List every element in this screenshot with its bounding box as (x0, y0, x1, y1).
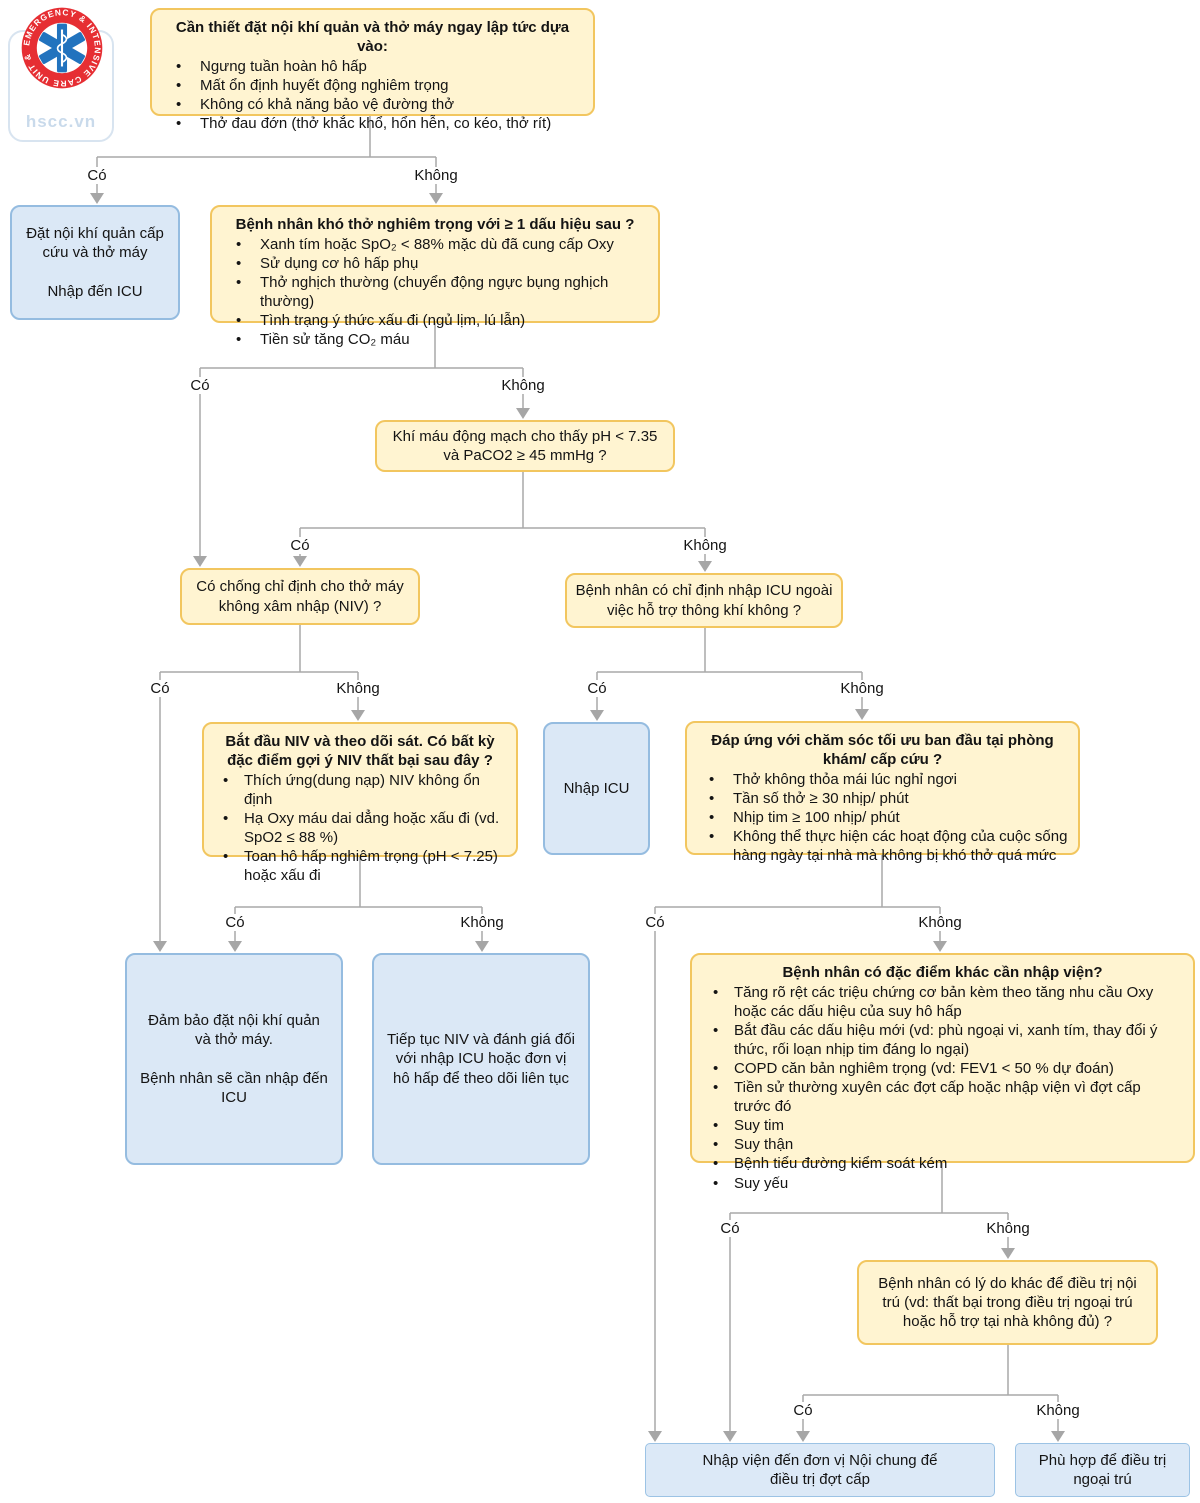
bullet: Không có khả năng bảo vệ đường thở (164, 95, 581, 114)
logo-site-text: hscc.vn (25, 112, 97, 131)
connector-level4-left (159, 625, 359, 941)
node-emergency-intubation-icu: Đặt nội khí quản cấp cứu và thở máy Nhập… (10, 205, 180, 320)
node-severe-dyspnea-signs: Bệnh nhân khó thở nghiêm trọng với ≥ 1 d… (210, 205, 660, 349)
node-text: Bệnh nhân có chỉ định nhập ICU ngoài việ… (575, 582, 833, 619)
edge-label-yes-5: Có (584, 680, 610, 697)
logo: EMERGENCY & INTENSIVE CARE UNIT & hscc.v… (8, 6, 118, 144)
bullet: Thích ứng(dung nạp) NIV không ổn định (214, 771, 506, 809)
node-title: Bệnh nhân có đặc điểm khác cần nhập viện… (782, 964, 1103, 981)
edge-label-yes-2: Có (187, 377, 213, 394)
edge-label-yes-6: Có (222, 914, 248, 931)
node-other-inpatient-reasons: Bệnh nhân có lý do khác để điều trị nội … (857, 1260, 1158, 1345)
node-text: Tiếp tục NIV và đánh giá đối với nhập IC… (387, 1031, 575, 1087)
node-title: Cần thiết đặt nội khí quản và thở máy ng… (175, 19, 570, 56)
connector-level5-right (654, 855, 941, 1431)
connector-level4-right (596, 628, 863, 710)
node-icu-indication: Bệnh nhân có chỉ định nhập ICU ngoài việ… (565, 573, 843, 628)
edge-label-no-5: Không (837, 680, 887, 697)
node-title: Bắt đầu NIV và theo dõi sát. Có bất kỳ đ… (225, 733, 495, 770)
node-abg-ph-paco2: Khí máu động mạch cho thấy pH < 7.35 và … (375, 420, 675, 472)
edge-label-no-1: Không (411, 167, 461, 184)
bullet: Nhịp tim ≥ 100 nhịp/ phút (697, 808, 1068, 827)
bullet: Tình trạng ý thức xấu đi (ngủ lịm, lú lẫ… (224, 311, 646, 330)
edge-label-no-2: Không (498, 377, 548, 394)
node-continue-niv-monitoring: Tiếp tục NIV và đánh giá đối với nhập IC… (372, 953, 590, 1165)
node-initial-optimal-care-response: Đáp ứng với chăm sóc tối ưu ban đầu tại … (685, 721, 1080, 864)
edge-label-yes-4: Có (147, 680, 173, 697)
emergency-icu-badge-icon: EMERGENCY & INTENSIVE CARE UNIT & (21, 7, 103, 89)
edge-label-no-9: Không (1033, 1402, 1083, 1419)
node-immediate-intubation-criteria: Cần thiết đặt nội khí quản và thở máy ng… (150, 8, 595, 133)
node-secure-intubation-icu: Đảm bảo đặt nội khí quản và thở máy. Bện… (125, 953, 343, 1165)
arrowheads (90, 193, 1065, 1442)
node-text: Có chống chỉ định cho thở máy không xâm … (196, 578, 404, 615)
node-title: Đáp ứng với chăm sóc tối ưu ban đầu tại … (711, 732, 1054, 769)
bullet: Toan hô hấp nghiêm trọng (pH < 7.25) hoặ… (214, 847, 506, 885)
bullet: Tiền sử tăng CO₂ máu (224, 330, 646, 349)
node-admit-general-ward: Nhập viện đến đơn vị Nội chung để điều t… (645, 1443, 995, 1497)
edge-label-no-3: Không (680, 537, 730, 554)
edge-label-yes-7: Có (642, 914, 668, 931)
node-title: Bệnh nhân khó thở nghiêm trọng với ≥ 1 d… (235, 216, 635, 233)
bullet: Thở không thỏa mái lúc nghỉ ngơi (697, 770, 1068, 789)
bullet: Suy yếu (704, 1174, 1181, 1193)
bullet: Mất ổn định huyết động nghiêm trọng (164, 76, 581, 95)
edge-label-yes-8: Có (717, 1220, 743, 1237)
bullet: Bắt đầu các dấu hiệu mới (vd: phù ngoại … (704, 1021, 1181, 1059)
bullet: Tần số thở ≥ 30 nhịp/ phút (697, 789, 1068, 808)
bullet: Thở nghịch thường (chuyển động ngực bụng… (224, 273, 646, 311)
node-other-admission-features: Bệnh nhân có đặc điểm khác cần nhập viện… (690, 953, 1195, 1193)
bullet-list: Ngưng tuần hoàn hô hấp Mất ổn định huyết… (164, 57, 581, 133)
bullet: Suy thận (704, 1135, 1181, 1154)
edge-label-no-8: Không (983, 1220, 1033, 1237)
connector-level7 (802, 1345, 1059, 1431)
bullet: Tăng rõ rệt các triệu chứng cơ bản kèm t… (704, 983, 1181, 1021)
node-text: Nhập viện đến đơn vị Nội chung để điều t… (702, 1451, 938, 1488)
bullet: Suy tim (704, 1116, 1181, 1135)
bullet-list: Xanh tím hoặc SpO₂ < 88% mặc dù đã cung … (224, 235, 646, 349)
bullet: COPD căn bản nghiêm trọng (vd: FEV1 < 50… (704, 1059, 1181, 1078)
bullet: Xanh tím hoặc SpO₂ < 88% mặc dù đã cung … (224, 235, 646, 254)
node-text: Nhập đến ICU (47, 282, 143, 300)
bullet: Không thể thực hiện các hoạt động của cu… (697, 827, 1068, 865)
edge-label-no-7: Không (915, 914, 965, 931)
edge-label-no-6: Không (457, 914, 507, 931)
bullet: Thở đau đớn (thở khắc khổ, hổn hễn, co k… (164, 114, 581, 133)
node-text: Khí máu động mạch cho thấy pH < 7.35 và … (392, 427, 658, 464)
bullet: Tiền sử thường xuyên các đợt cấp hoặc nh… (704, 1078, 1181, 1116)
bullet: Ngưng tuần hoàn hô hấp (164, 57, 581, 76)
node-text: Đặt nội khí quản cấp cứu và thở máy (26, 225, 164, 262)
connector-level3 (299, 472, 706, 561)
bullet: Bệnh tiểu đường kiểm soát kém (704, 1154, 1181, 1173)
node-niv-contraindication: Có chống chỉ định cho thở máy không xâm … (180, 568, 420, 625)
bullet-list: Thở không thỏa mái lúc nghỉ ngơi Tần số … (697, 770, 1068, 865)
bullet-list: Thích ứng(dung nạp) NIV không ổn định Hạ… (214, 771, 506, 885)
node-text: Phù hợp để điều trị ngoại trú (1038, 1451, 1167, 1488)
node-start-niv-failure-signs: Bắt đầu NIV và theo dõi sát. Có bất kỳ đ… (202, 722, 518, 884)
bullet-list: Tăng rõ rệt các triệu chứng cơ bản kèm t… (704, 983, 1181, 1193)
node-text: Đảm bảo đặt nội khí quản và thở máy. (148, 1012, 320, 1049)
edge-label-yes-9: Có (790, 1402, 816, 1419)
node-admit-icu: Nhập ICU (543, 722, 650, 855)
node-text: Nhập ICU (563, 779, 630, 797)
bullet: Sử dụng cơ hô hấp phụ (224, 254, 646, 273)
connector-level1 (96, 116, 437, 193)
node-outpatient-treatment: Phù hợp để điều trị ngoại trú (1015, 1443, 1190, 1497)
edge-label-yes-3: Có (287, 537, 313, 554)
edge-label-no-4: Không (333, 680, 383, 697)
edge-label-yes-1: Có (84, 167, 110, 184)
node-text: Bệnh nhân có lý do khác để điều trị nội … (878, 1274, 1137, 1331)
node-text: Bệnh nhân sẽ cần nhập đến ICU (140, 1069, 328, 1106)
bullet: Hạ Oxy máu dai dẳng hoặc xấu đi (vd. SpO… (214, 809, 506, 847)
